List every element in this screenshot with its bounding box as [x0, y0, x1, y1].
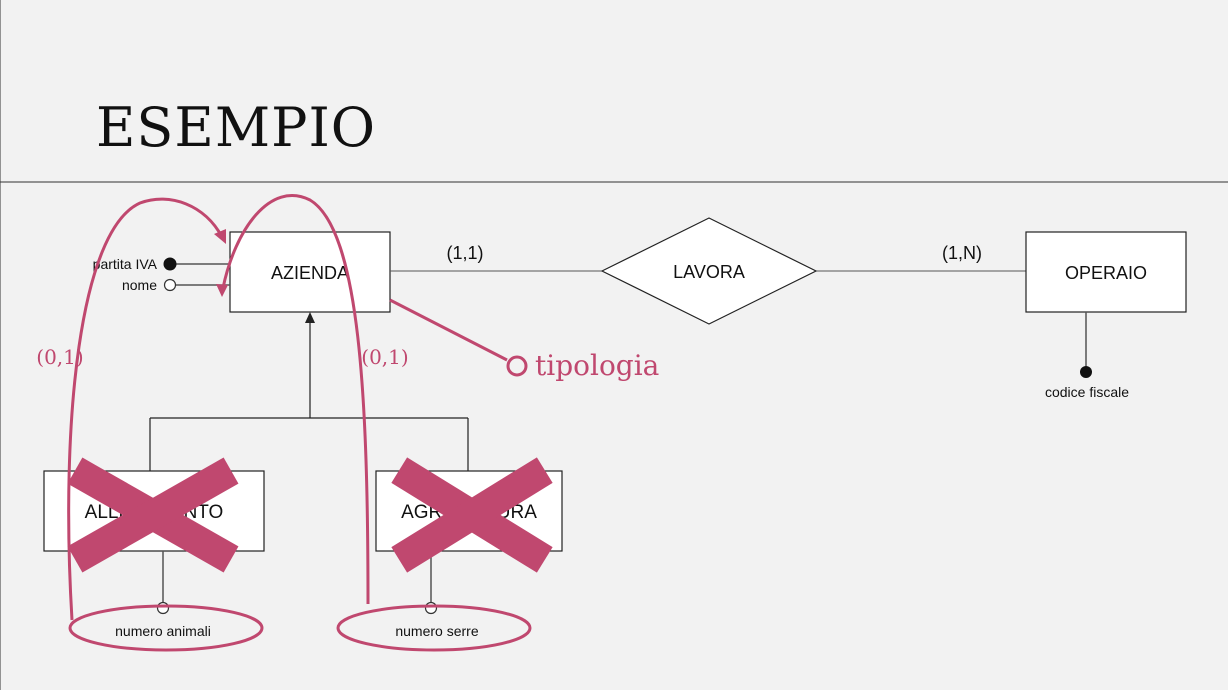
- entity-operaio-label: OPERAIO: [1065, 263, 1147, 283]
- attribute-tipologia: tipologia: [389, 298, 659, 382]
- attribute-numero-animali-label: numero animali: [115, 623, 211, 639]
- move-arrow-numero-serre: [216, 194, 370, 605]
- identifier-dot-icon: [163, 257, 177, 271]
- entity-azienda: AZIENDA: [229, 231, 391, 313]
- annotation-cardinality-serre: (0,1): [361, 345, 408, 369]
- cross-icon: [391, 457, 553, 573]
- identifier-dot-icon: [1080, 366, 1092, 378]
- attribute-circle-icon: [506, 355, 528, 377]
- attribute-codice-fiscale-label: codice fiscale: [1045, 384, 1129, 400]
- attribute-circle-icon: [156, 601, 170, 615]
- attribute-tipologia-label: tipologia: [535, 349, 659, 382]
- relationship-lavora: LAVORA: [600, 217, 818, 325]
- slide-title: ESEMPIO: [96, 96, 377, 159]
- attribute-partita-iva: partita IVA: [93, 256, 230, 272]
- highlight-numero-animali: [68, 604, 264, 652]
- cardinality-operaio: (1,N): [942, 243, 982, 263]
- entity-azienda-label: AZIENDA: [271, 263, 349, 283]
- arrow-head-icon: [216, 284, 228, 297]
- entity-operaio: OPERAIO: [1025, 231, 1187, 313]
- arrow-head-icon: [305, 312, 315, 323]
- attribute-nome-label: nome: [122, 277, 157, 293]
- move-arrow-numero-animali: [67, 197, 226, 621]
- highlight-numero-serre: [336, 604, 532, 652]
- attribute-circle-icon: [424, 601, 438, 615]
- attribute-nome: nome: [122, 277, 230, 293]
- arrow-head-icon: [214, 229, 226, 244]
- cross-icon: [67, 457, 239, 573]
- attribute-circle-icon: [163, 278, 177, 292]
- relationship-lavora-label: LAVORA: [673, 262, 745, 282]
- generalization: [149, 312, 469, 471]
- annotation-cardinality-animali: (0,1): [36, 345, 83, 369]
- attribute-partita-iva-label: partita IVA: [93, 256, 158, 272]
- cardinality-azienda: (1,1): [446, 243, 483, 263]
- attribute-codice-fiscale: codice fiscale: [1045, 312, 1129, 400]
- attribute-numero-serre-label: numero serre: [395, 623, 478, 639]
